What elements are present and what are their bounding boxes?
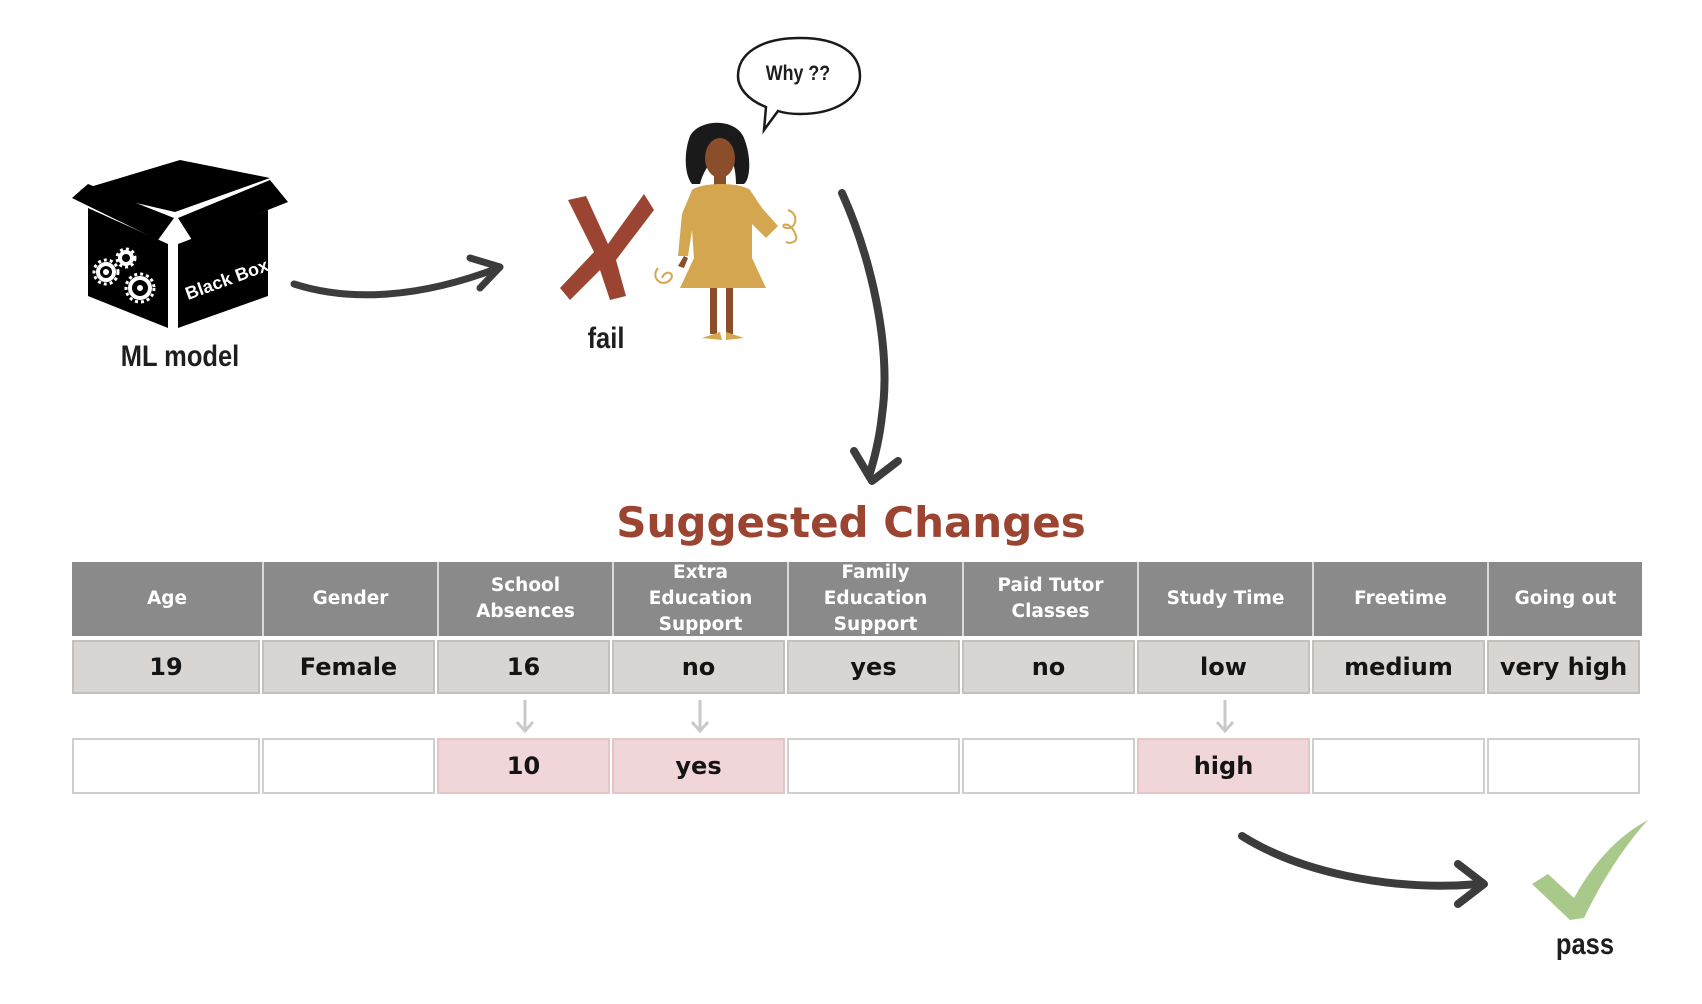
down-arrow-icon <box>1215 700 1234 734</box>
suggested-changes-title: Suggested Changes <box>616 498 1086 547</box>
value-going-out: very high <box>1487 640 1640 694</box>
header-freetime: Freetime <box>1312 562 1487 636</box>
value-study-time: low <box>1137 640 1310 694</box>
change-extra-education-support: yes <box>612 738 785 794</box>
value-school-absences: 16 <box>437 640 610 694</box>
change-gender <box>262 738 435 794</box>
change-paid-tutor-classes <box>962 738 1135 794</box>
fail-caption: fail <box>587 322 625 355</box>
header-extra-education-support: Extra Education Support <box>612 562 787 636</box>
header-study-time: Study Time <box>1137 562 1312 636</box>
value-paid-tutor-classes: no <box>962 640 1135 694</box>
model-caption: ML model <box>120 340 240 373</box>
down-arrow-icon <box>690 700 709 734</box>
change-going-out <box>1487 738 1640 794</box>
speech-bubble <box>736 36 862 135</box>
value-freetime: medium <box>1312 640 1485 694</box>
change-school-absences: 10 <box>437 738 610 794</box>
arrow-to-pass <box>1238 832 1488 908</box>
header-age: Age <box>72 562 262 636</box>
gears-icon <box>96 250 152 300</box>
black-box-icon: Black Box <box>72 160 288 328</box>
header-family-education-support: Family Education Support <box>787 562 962 636</box>
arrow-to-fail <box>290 254 504 299</box>
change-freetime <box>1312 738 1485 794</box>
value-extra-education-support: no <box>612 640 785 694</box>
header-going-out: Going out <box>1487 562 1642 636</box>
fail-x-icon <box>560 194 654 300</box>
down-arrow-icon <box>515 700 534 734</box>
pass-check-icon <box>1532 820 1648 920</box>
pass-caption: pass <box>1555 928 1615 961</box>
changes-table: Age Gender School Absences Extra Educati… <box>72 562 1644 794</box>
change-family-education-support <box>787 738 960 794</box>
header-paid-tutor-classes: Paid Tutor Classes <box>962 562 1137 636</box>
header-gender: Gender <box>262 562 437 636</box>
value-family-education-support: yes <box>787 640 960 694</box>
change-study-time: high <box>1137 738 1310 794</box>
value-gender: Female <box>262 640 435 694</box>
arrow-to-changes <box>838 189 902 485</box>
header-school-absences: School Absences <box>437 562 612 636</box>
change-age <box>72 738 260 794</box>
speech-bubble-text: Why ?? <box>765 62 831 85</box>
person-figure-icon <box>654 122 798 340</box>
value-age: 19 <box>72 640 260 694</box>
